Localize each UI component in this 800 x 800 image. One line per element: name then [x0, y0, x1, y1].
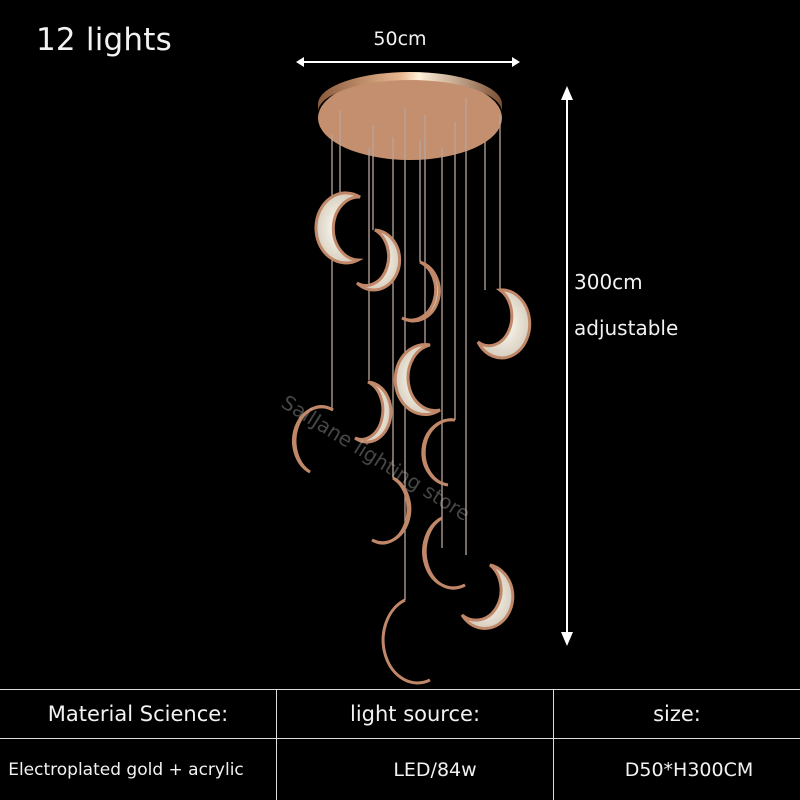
table-top-border [0, 689, 800, 690]
chandelier-illustration [292, 57, 573, 685]
width-arrow-icon [296, 57, 520, 67]
height-dimension-label: 300cm [574, 270, 643, 294]
ceiling-canopy [318, 72, 502, 160]
height-arrow-icon [561, 86, 573, 646]
height-adjustable-note: adjustable [574, 316, 679, 340]
spec-value-size: D50*H300CM [624, 758, 754, 781]
spec-header-size: size: [653, 702, 701, 726]
spec-value-material: Electroplated gold + acrylic [8, 759, 244, 780]
spec-value-light-source: LED/84w [393, 758, 477, 781]
width-dimension-label: 50cm [373, 28, 427, 50]
table-col-divider [276, 689, 277, 800]
suspension-cables [331, 98, 501, 600]
product-title: 12 lights [36, 22, 172, 58]
table-row-divider [0, 738, 800, 739]
spec-table: Material Science: light source: size: El… [0, 689, 800, 800]
spec-header-material: Material Science: [47, 702, 229, 726]
table-col-divider [553, 689, 554, 800]
crescent-pendants [292, 191, 532, 685]
spec-header-light-source: light source: [349, 702, 481, 726]
